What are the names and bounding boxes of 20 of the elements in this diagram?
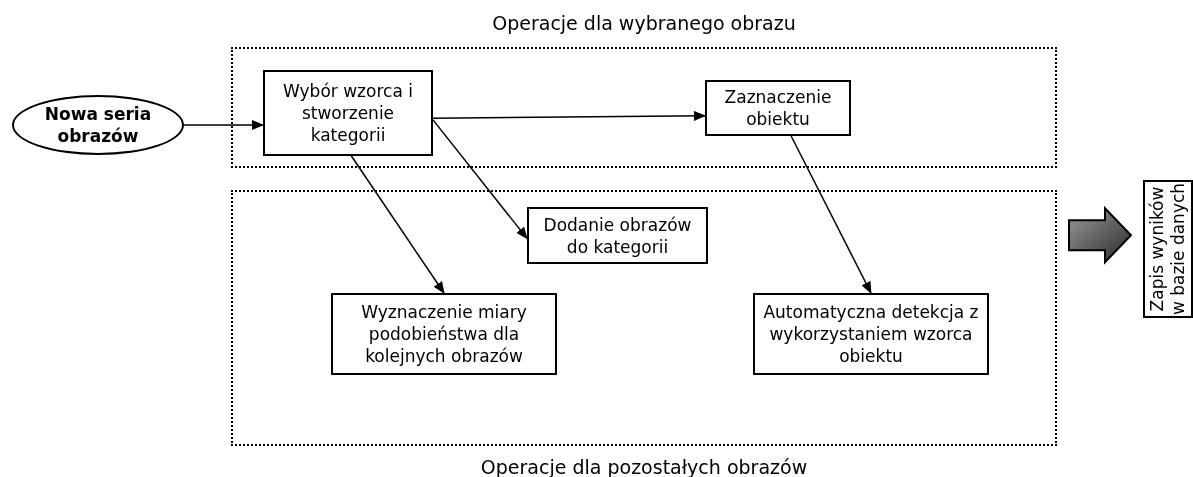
arrow bbox=[432, 119, 528, 240]
process-label: Wyznaczenie miary podobieństwa dla kolejnych obrazów bbox=[360, 301, 528, 367]
arrow bbox=[350, 155, 445, 294]
arrow bbox=[183, 120, 264, 131]
arrow bbox=[432, 110, 706, 121]
process-box bbox=[263, 70, 433, 156]
big-arrow bbox=[1068, 205, 1133, 265]
process-box bbox=[705, 80, 851, 136]
group-heading: Operacje dla pozostałych obrazów bbox=[479, 454, 809, 477]
process-label: Dodanie obrazów do kategorii bbox=[542, 213, 693, 258]
arrow bbox=[790, 135, 872, 294]
process-box bbox=[753, 293, 989, 375]
process-box bbox=[331, 293, 557, 375]
result-label: Zapis wyników w bazie danych bbox=[1147, 182, 1189, 316]
group-heading: Operacje dla wybranego obrazu bbox=[491, 11, 797, 36]
process-label: Automatyczna detekcja z wykorzystaniem wzorca obiektu bbox=[762, 301, 980, 367]
process-label: Zaznaczenie obiektu bbox=[723, 86, 833, 130]
start-label: Nowa seria obrazów bbox=[43, 103, 153, 147]
process-label: Wybór wzorca i stworzenie kategorii bbox=[282, 80, 414, 146]
process-box bbox=[527, 207, 708, 264]
